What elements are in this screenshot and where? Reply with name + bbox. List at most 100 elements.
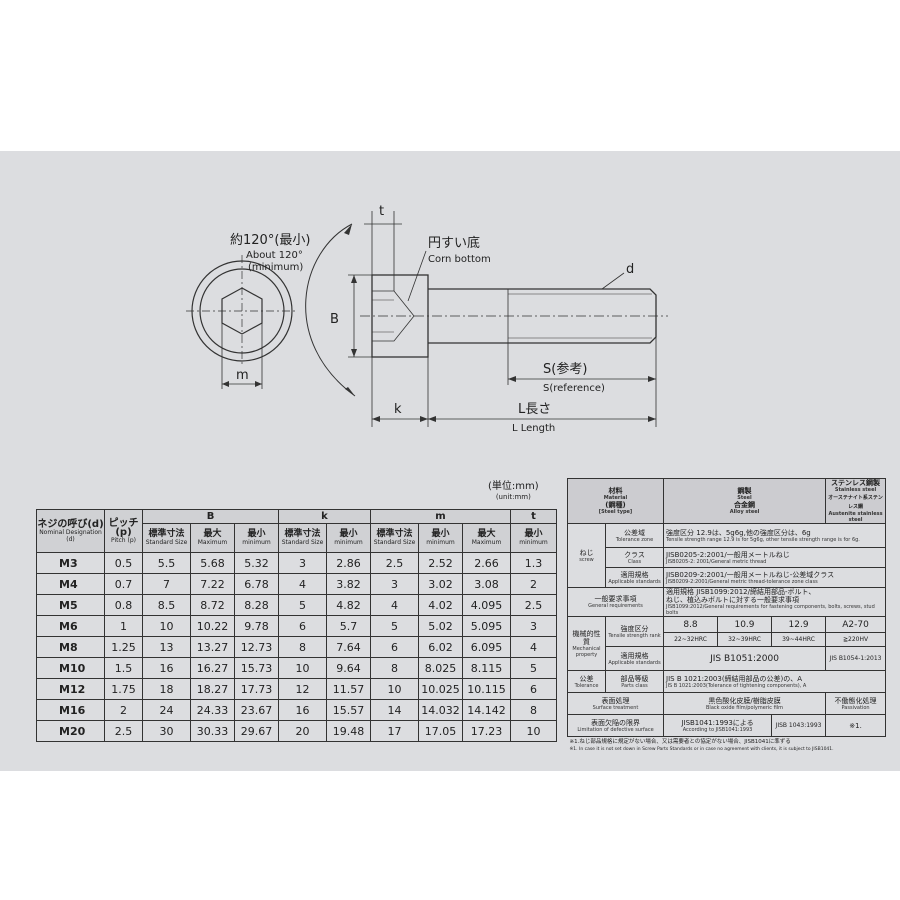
footnote: ※1.ねじ部品規格に規定がない場合、又は需要者との協定がない場合、JISB104…: [568, 737, 886, 754]
tol-zone-value: 強度区分 12.9は、5g6g,他の強度区分は、6g Tensile stren…: [663, 523, 887, 548]
value-cell: 3: [370, 573, 419, 595]
min-en: minimum: [334, 539, 363, 546]
tol-zone-val-en: Tensile strength range 12.9 is for 5g6g,…: [666, 536, 860, 543]
parts-class-header: 部品等級 Parts class: [604, 670, 665, 693]
defect-value-3: ※1.: [825, 714, 887, 737]
cone-leader: [407, 250, 427, 302]
spec-sheet: m 約120°(最小) About 120° (minimum): [0, 151, 900, 771]
steel-type-jp: (鋼種): [605, 501, 626, 509]
header-group-B: B: [142, 509, 279, 524]
general-val-en: JISB1099:2012/General requirements for f…: [666, 604, 875, 616]
min-jp: 最小: [431, 529, 450, 539]
min-jp: 最小: [247, 529, 266, 539]
mech-std-value-ss: JIS B1054-1:2013: [825, 646, 887, 671]
rank-a2-70: A2-70: [825, 616, 887, 633]
head-front-view: [186, 255, 298, 389]
value-cell: 10.115: [461, 678, 512, 700]
std-jp: 標準寸法: [284, 529, 321, 539]
value-cell: 5.32: [234, 552, 279, 574]
tol-zone-val-jp: 強度区分 12.9は、5g6g,他の強度区分は、6g: [666, 528, 811, 537]
value-cell: 12.73: [234, 636, 279, 658]
unit-en: (unit:mm): [495, 493, 531, 501]
general-value: 適用規格 JISB1099:2012/締結用部品-ボルト、 ねじ、植込みボルトに…: [663, 587, 887, 617]
material-en: Material: [603, 495, 628, 501]
nominal-cell: M10: [36, 657, 105, 679]
value-cell: 14.142: [461, 699, 512, 721]
value-cell: 30: [142, 720, 191, 742]
value-cell: 7.64: [326, 636, 371, 658]
value-cell: 4.82: [326, 594, 371, 616]
defect-value-1: JISB1041:1993による According to JISB1041:1…: [663, 714, 773, 737]
surface-header: 表面処理 Surface treatment: [566, 692, 665, 715]
spec-table: 材料 Material (鋼種) [Steel type] 鋼製 Steel 合…: [566, 478, 887, 754]
value-cell: 2.5: [510, 594, 558, 616]
passivation-value: 不働態化処理 Passivation: [825, 692, 887, 715]
value-cell: 30.33: [190, 720, 235, 742]
header-pitch-p: (p): [115, 526, 132, 538]
surface-val-en: Black oxide film/polymeric film: [706, 704, 784, 711]
value-cell: 18: [142, 678, 191, 700]
value-cell: 5: [510, 657, 558, 679]
min-jp: 最小: [339, 529, 358, 539]
rank-12-9: 12.9: [771, 616, 827, 633]
defect-header: 表面欠陥の限界 Limitation of defective surface: [566, 714, 665, 737]
header-pitch: ピッチ (p) Pitch (p): [104, 509, 143, 553]
std-jp: 標準寸法: [376, 529, 413, 539]
value-cell: 4: [510, 636, 558, 658]
cone-label-jp: 円すい底: [428, 235, 480, 251]
stainless-jp: ステンレス鋼製: [831, 479, 881, 487]
surface-value: 黒色酸化皮膜/樹脂皮膜 Black oxide film/polymeric f…: [663, 692, 827, 715]
angle-label-jp: 約120°(最小): [230, 233, 310, 248]
max-en: Maximum: [471, 539, 502, 546]
value-cell: 6.02: [418, 636, 463, 658]
value-cell: 14: [370, 699, 419, 721]
value-cell: 1: [104, 615, 143, 637]
value-cell: 20: [278, 720, 327, 742]
value-cell: 4.095: [461, 594, 512, 616]
nominal-cell: M12: [36, 678, 105, 700]
nominal-cell: M3: [36, 552, 105, 574]
screw-header: ねじ screw: [567, 523, 606, 588]
nominal-cell: M8: [36, 636, 105, 658]
stainless-en: Stainless steel: [834, 487, 877, 493]
value-cell: 9.64: [326, 657, 371, 679]
std-en: Standard Size: [145, 539, 188, 546]
tol-jp: 公差: [579, 674, 594, 683]
strength-jp: 強度区分: [620, 624, 649, 633]
value-cell: 17: [370, 720, 419, 742]
angle-label-min: (minimum): [248, 262, 303, 273]
value-cell: 13.27: [190, 636, 235, 658]
nominal-cell: M20: [36, 720, 105, 742]
value-cell: 15.57: [326, 699, 371, 721]
value-cell: 0.5: [104, 552, 143, 574]
material-stainless: ステンレス鋼製 Stainless steel オーステナイト系ステンレス鋼 A…: [825, 478, 887, 524]
angle-label-en: About 120°: [246, 250, 303, 261]
defect-val1-en: According to JISB1041:1993: [682, 726, 753, 733]
value-cell: 8.28: [234, 594, 279, 616]
value-cell: 3.82: [326, 573, 371, 595]
rank-10-9: 10.9: [717, 616, 773, 633]
value-cell: 3.02: [418, 573, 463, 595]
defect-value-2: JISB 1043:1993: [771, 714, 827, 737]
nominal-cell: M5: [36, 594, 105, 616]
value-cell: 5.02: [418, 615, 463, 637]
app-std-jp: 適用規格: [620, 570, 649, 579]
dimension-table: ネジの呼び(d) Nominal Designation (d) ピッチ (p)…: [36, 509, 558, 742]
value-cell: 13: [142, 636, 191, 658]
app-std-header: 適用規格 Applicable standards: [604, 567, 665, 588]
value-cell: 8: [278, 636, 327, 658]
steel-en: Steel: [737, 495, 752, 501]
steel-jp: 鋼製: [737, 487, 752, 495]
value-cell: 6: [278, 615, 327, 637]
general-en: General requirements: [588, 603, 643, 609]
general-jp: 一般要求事項: [594, 595, 637, 603]
